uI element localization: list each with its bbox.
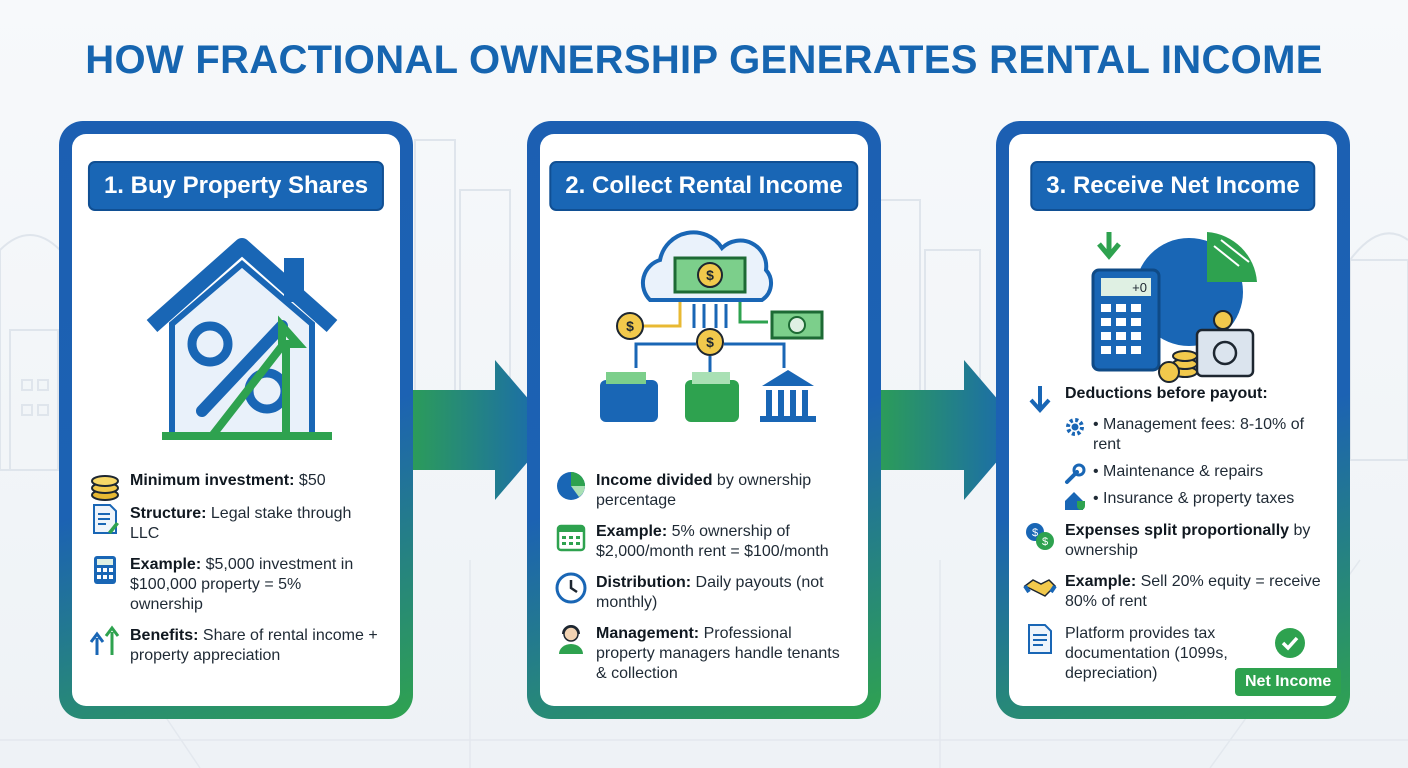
item-text: $5,000 investment in $100,000 property =… <box>130 556 354 613</box>
item-label: Distribution: <box>596 574 692 591</box>
item-text: Share of rental income + property apprec… <box>130 627 378 664</box>
list-item: Benefits: Share of rental income + prope… <box>88 625 378 666</box>
tax-document-icon <box>1028 624 1052 654</box>
coin-stack-icon <box>91 475 119 501</box>
item-label: Example: <box>1065 573 1137 590</box>
panel-collect-income: 2. Collect Rental Income $ $ $ <box>527 121 881 719</box>
list-item: $$ Expenses split proportionally by owne… <box>1023 521 1323 561</box>
growth-arrows-icon <box>89 625 120 655</box>
item-text: • Management fees: 8-10% of rent <box>1093 416 1305 453</box>
list-item: Platform provides tax documentation (109… <box>1023 624 1243 684</box>
item-label: Minimum investment: <box>130 472 295 489</box>
cloud-money-distribution-icon: $ $ $ <box>600 230 824 422</box>
panel-buy-shares: 1. Buy Property Shares Minimum investmen… <box>59 121 413 719</box>
item-label: Benefits: <box>130 627 199 644</box>
document-icon <box>93 504 119 534</box>
item-label: Deductions before payout: <box>1065 385 1268 402</box>
page-title: HOW FRACTIONAL OWNERSHIP GENERATES RENTA… <box>85 38 1323 82</box>
item-text: Professional property managers handle te… <box>596 625 840 682</box>
item-text: 5% ownership of $2,000/month rent = $100… <box>596 523 829 560</box>
svg-text:$: $ <box>706 334 714 350</box>
deduction-item: • Management fees: 8-10% of rent <box>1063 415 1323 455</box>
item-label: Structure: <box>130 505 207 522</box>
gear-icon <box>1066 418 1084 436</box>
item-label: Example: <box>596 523 668 540</box>
calendar-icon <box>556 524 586 552</box>
net-income-badge: Net Income <box>1235 668 1342 696</box>
panel-receive-net-income: 3. Receive Net Income +0 Deductions befo… <box>996 121 1350 719</box>
flow-arrow-1 <box>395 360 555 500</box>
list-item: Distribution: Daily payouts (not monthly… <box>554 572 854 613</box>
deduction-item: • Insurance & property taxes <box>1063 489 1323 513</box>
list-item: Management: Professional property manage… <box>554 624 854 684</box>
list-item: Example: 5% ownership of $2,000/month re… <box>554 522 854 562</box>
calculator-icon <box>94 556 116 584</box>
item-text: Platform provides tax documentation (109… <box>1065 625 1228 682</box>
clock-icon <box>555 572 587 604</box>
svg-text:$: $ <box>626 318 634 334</box>
item-text: by ownership <box>1065 522 1311 559</box>
list-item: Structure: Legal stake through LLC <box>88 504 378 544</box>
svg-text:$: $ <box>706 267 714 283</box>
list-item: Minimum investment: $50 <box>88 471 378 503</box>
item-label: Expenses split proportionally <box>1065 522 1290 539</box>
down-arrow-icon <box>1029 386 1051 413</box>
item-label: Income divided <box>596 472 713 489</box>
item-text: Legal stake through LLC <box>130 505 352 542</box>
item-label: Example: <box>130 556 202 573</box>
panel-title: 1. Buy Property Shares <box>87 161 385 211</box>
svg-text:$: $ <box>1042 536 1048 548</box>
handshake-icon <box>1023 579 1057 597</box>
item-text: Sell 20% equity = receive 80% of rent <box>1065 573 1321 610</box>
panel-title: 3. Receive Net Income <box>1030 161 1316 211</box>
pie-chart-icon <box>557 472 585 500</box>
house-percent-icon <box>146 238 338 440</box>
headset-manager-icon <box>559 625 583 654</box>
flow-arrow-2 <box>864 360 1024 500</box>
deductions-heading: Deductions before payout: <box>1023 384 1323 416</box>
item-label: Management: <box>596 625 700 642</box>
house-shield-icon <box>1065 492 1085 510</box>
list-item: Income divided by ownership percentage <box>554 471 854 511</box>
deduction-item: • Maintenance & repairs <box>1063 462 1323 486</box>
wrench-icon <box>1065 463 1086 484</box>
checkmark-icon <box>1275 628 1305 658</box>
calculator-display: +0 <box>1132 280 1147 295</box>
list-item: Example: $5,000 investment in $100,000 p… <box>88 555 378 615</box>
item-text: • Maintenance & repairs <box>1093 463 1264 480</box>
split-coins-icon: $$ <box>1026 523 1054 550</box>
item-text: • Insurance & property taxes <box>1093 490 1295 507</box>
calculator-pie-safe-icon: +0 <box>1091 232 1257 383</box>
list-item: Example: Sell 20% equity = receive 80% o… <box>1023 572 1323 612</box>
item-text: by ownership percentage <box>596 472 812 509</box>
item-text: $50 <box>294 472 326 489</box>
panel-title: 2. Collect Rental Income <box>549 161 859 211</box>
svg-text:$: $ <box>1032 527 1038 539</box>
item-text: Daily payouts (not monthly) <box>596 574 824 611</box>
